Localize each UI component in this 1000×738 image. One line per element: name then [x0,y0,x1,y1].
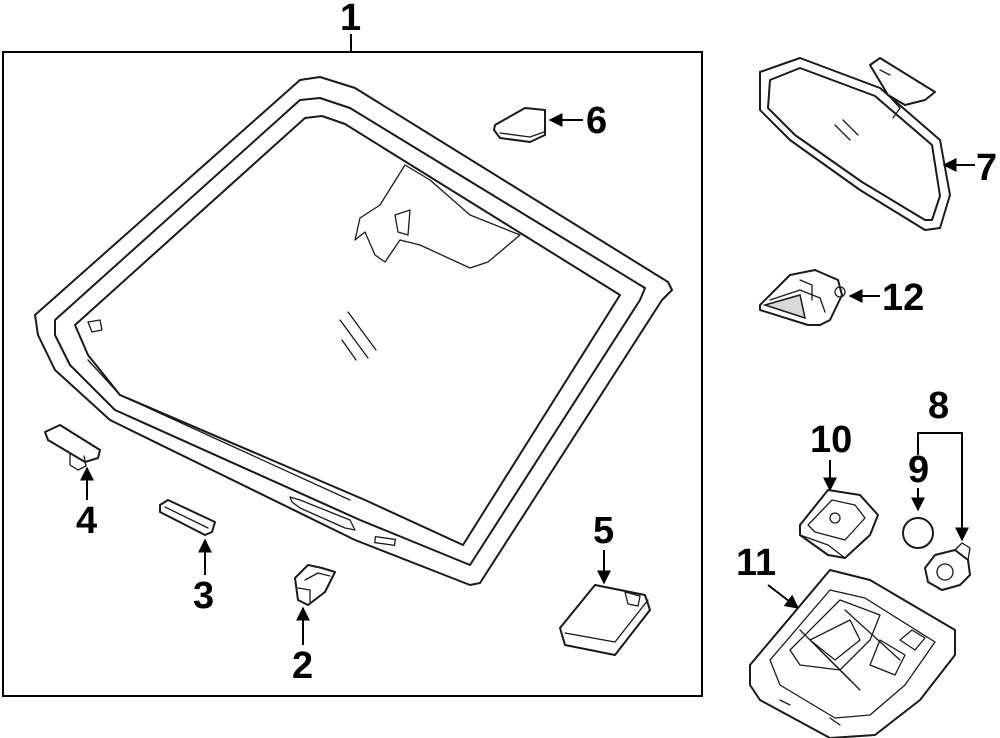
part-4-clip[interactable] [44,424,101,471]
callout-7[interactable]: 7 [976,147,997,189]
callout-5[interactable]: 5 [593,510,614,552]
glass-reflection-b [347,311,377,351]
part-9-bulb-disc[interactable] [902,517,934,549]
callout-8[interactable]: 8 [928,385,949,427]
glass-reflection-c [341,339,357,361]
part-2-bracket[interactable] [294,564,336,606]
callout-9[interactable]: 9 [908,449,929,491]
part-12-mirror-bracket[interactable] [759,269,846,326]
leader-8-bracket [917,432,969,542]
leader-11 [767,584,800,609]
part-11-console-bezel[interactable] [749,569,956,738]
part-8-lamp-socket[interactable] [924,542,971,591]
callout-1[interactable]: 1 [340,0,361,39]
part-7-rearview-mirror[interactable] [759,57,951,231]
callout-6[interactable]: 6 [586,100,607,142]
part-10-lamp-housing[interactable] [799,489,879,559]
callout-12[interactable]: 12 [882,277,924,319]
callout-2[interactable]: 2 [292,645,313,687]
callout-10[interactable]: 10 [810,419,852,461]
part-3-molding[interactable] [159,499,216,536]
part-6-sensor-cover[interactable] [493,107,546,143]
glass-reflection-a [339,319,369,359]
windshield-glass[interactable] [34,76,673,586]
callout-11[interactable]: 11 [736,542,776,584]
part-5-module[interactable] [559,584,651,656]
callout-3[interactable]: 3 [193,575,214,617]
windshield-group-frame [2,51,703,697]
callout-4[interactable]: 4 [76,500,97,542]
